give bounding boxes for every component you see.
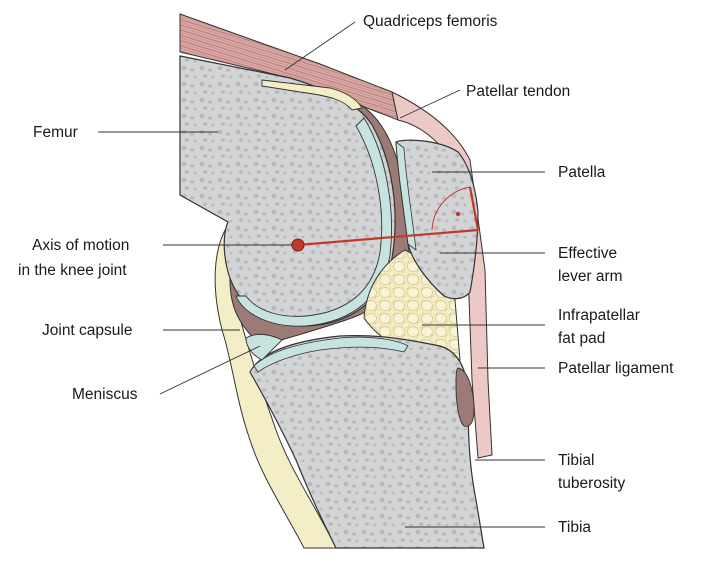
label-quadriceps-femoris: Quadriceps femoris	[363, 13, 498, 30]
label-meniscus: Meniscus	[72, 386, 138, 403]
right-angle-dot	[456, 212, 460, 216]
label-patella: Patella	[558, 164, 606, 181]
label-axis-line1: Axis of motion	[32, 237, 129, 254]
label-femur: Femur	[33, 124, 78, 141]
label-axis-line2: in the knee joint	[18, 262, 127, 279]
leader-quadriceps	[285, 22, 355, 70]
label-patellar-ligament: Patellar ligament	[558, 360, 674, 377]
label-tibia: Tibia	[558, 519, 591, 536]
label-patellar-tendon: Patellar tendon	[466, 83, 570, 100]
tibia	[250, 336, 484, 548]
label-fat-pad-line1: Infrapatellar	[558, 307, 640, 324]
label-tibial-line1: Tibial	[558, 452, 594, 469]
label-tibial-line2: tuberosity	[558, 475, 625, 492]
label-lever-line2: lever arm	[558, 268, 623, 285]
label-joint-capsule: Joint capsule	[42, 322, 132, 339]
label-fat-pad-line2: fat pad	[558, 330, 605, 347]
axis-of-motion-point	[292, 239, 304, 251]
label-lever-line1: Effective	[558, 245, 617, 262]
